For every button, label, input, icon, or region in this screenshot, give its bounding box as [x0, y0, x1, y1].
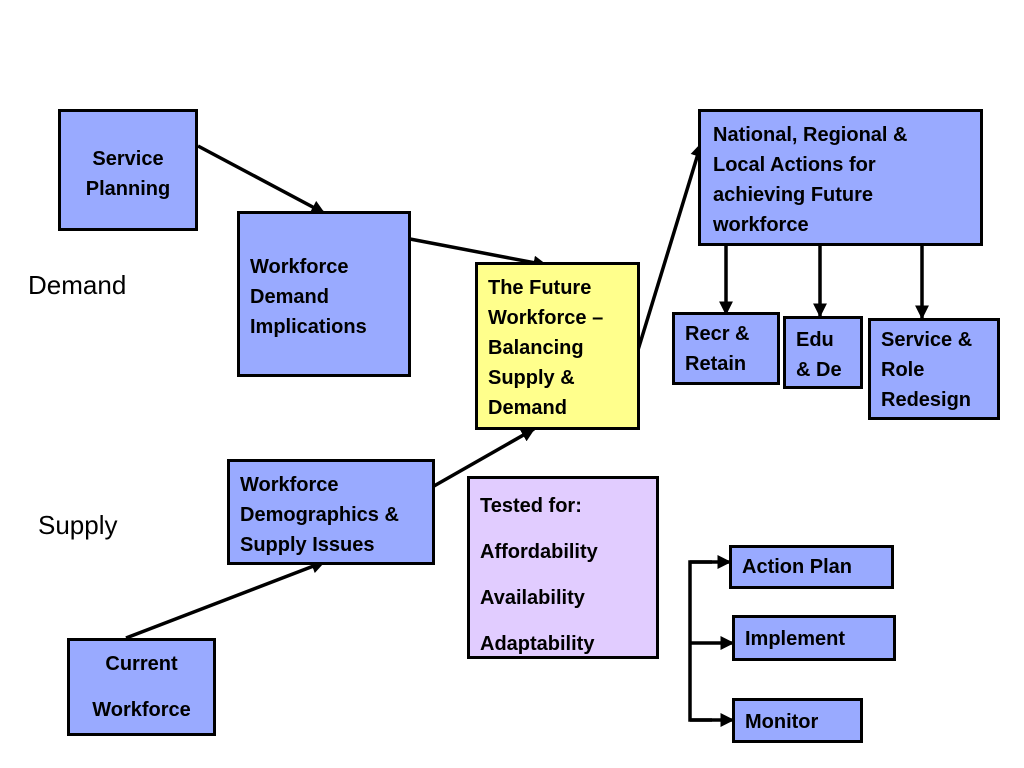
tested-for-heading: Tested for:: [480, 495, 582, 517]
tested-item-affordability: Affordability: [480, 541, 598, 563]
national-actions-box: National, Regional & Local Actions for a…: [698, 109, 983, 246]
arrow-current-to-demographics: [125, 559, 326, 640]
tested-item-adaptability: Adaptability: [480, 633, 595, 655]
tested-for-box: Tested for: Affordability Availability A…: [467, 476, 659, 659]
recruit-retain-box: Recr & Retain: [672, 312, 780, 385]
supply-label: Supply: [38, 510, 118, 540]
arrow-service-to-demand: [197, 144, 326, 215]
bracket-action-steps: [688, 560, 712, 722]
arrow-future-to-national: [636, 142, 705, 351]
implement-box: Implement: [732, 615, 896, 661]
service-role-redesign-box: Service & Role Redesign: [868, 318, 1000, 420]
future-workforce-box: The Future Workforce – Balancing Supply …: [475, 262, 640, 430]
workforce-demand-box: Workforce Demand Implications: [237, 211, 411, 377]
monitor-box: Monitor: [732, 698, 863, 743]
arrow-demographics-to-future: [433, 427, 536, 488]
edu-de-box: Edu & De: [783, 316, 863, 389]
current-workforce-box: Current Workforce: [67, 638, 216, 736]
tested-item-availability: Availability: [480, 587, 585, 609]
service-planning-box: Service Planning: [58, 109, 198, 231]
workforce-demographics-box: Workforce Demographics & Supply Issues: [227, 459, 435, 565]
action-plan-box: Action Plan: [729, 545, 894, 589]
arrow-demand-to-future: [409, 237, 548, 270]
demand-label: Demand: [28, 270, 127, 300]
